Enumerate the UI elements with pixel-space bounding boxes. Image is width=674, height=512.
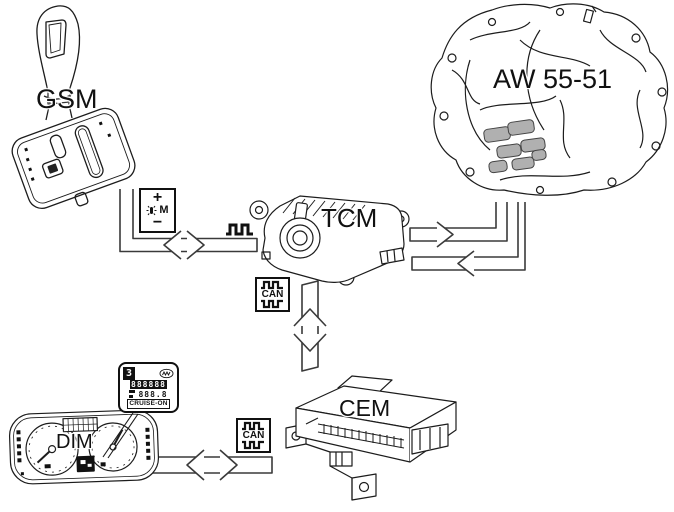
- cruise-status-text: CRUISE-ON: [127, 398, 170, 409]
- dim-label: DIM: [56, 431, 93, 453]
- cem-illustration: [285, 375, 457, 501]
- arrow-transmission-tcm: [411, 202, 526, 277]
- can-bus-badge-dim-cem: CAN: [236, 418, 271, 453]
- cem-label: CEM: [339, 395, 391, 421]
- plus-symbol: +: [152, 189, 163, 206]
- connector-comb: [317, 423, 405, 449]
- seven-segment-small-row: 888.8: [138, 389, 168, 399]
- geartronic-mode-indicator: + M −: [139, 188, 176, 233]
- square-wave-icon: [242, 421, 264, 431]
- indicator-lamp-icon: [146, 205, 157, 215]
- minus-symbol: −: [152, 214, 163, 231]
- dim-message-display: 3 888888 888.8 CRUISE-ON: [118, 362, 179, 413]
- square-wave-icon: [261, 280, 283, 290]
- arrow-gsm-tcm: [119, 189, 258, 260]
- square-wave-icon: [242, 440, 264, 450]
- dim-cluster-illustration: [8, 409, 160, 485]
- can-label: CAN: [261, 289, 284, 300]
- gsm-label: GSM: [36, 84, 98, 114]
- manual-mode-letter: M: [159, 203, 169, 216]
- gear-position-indicator: 3: [123, 367, 135, 380]
- seven-segment-row: 888888: [130, 380, 167, 390]
- gate-position-marks: [24, 121, 112, 182]
- gear-knob: [36, 5, 81, 121]
- telltale-icon-strips: [16, 427, 151, 476]
- arrow-dim-cem: [151, 449, 273, 481]
- arrow-tcm-cem: [293, 280, 327, 372]
- transmission-illustration: [430, 3, 669, 196]
- gsm-illustration: [11, 5, 136, 210]
- solenoid-cluster: [483, 119, 547, 174]
- can-bus-badge-tcm-cem: CAN: [255, 277, 290, 312]
- tcm-label: TCM: [321, 203, 378, 233]
- winter-mode-icon: [159, 368, 174, 379]
- tcm-illustration: [249, 195, 410, 286]
- odometer-pixels: [63, 417, 98, 432]
- square-wave-signal-icon: [226, 223, 253, 236]
- square-wave-icon: [261, 299, 283, 309]
- breather-detail: [582, 5, 597, 24]
- shifter-base: [11, 107, 136, 210]
- display-callout-line: [102, 412, 139, 459]
- can-label: CAN: [242, 430, 265, 441]
- arrow-tcm-transmission: [409, 202, 508, 248]
- trip-icons: [129, 389, 136, 398]
- transmission-label: AW 55-51: [493, 64, 613, 94]
